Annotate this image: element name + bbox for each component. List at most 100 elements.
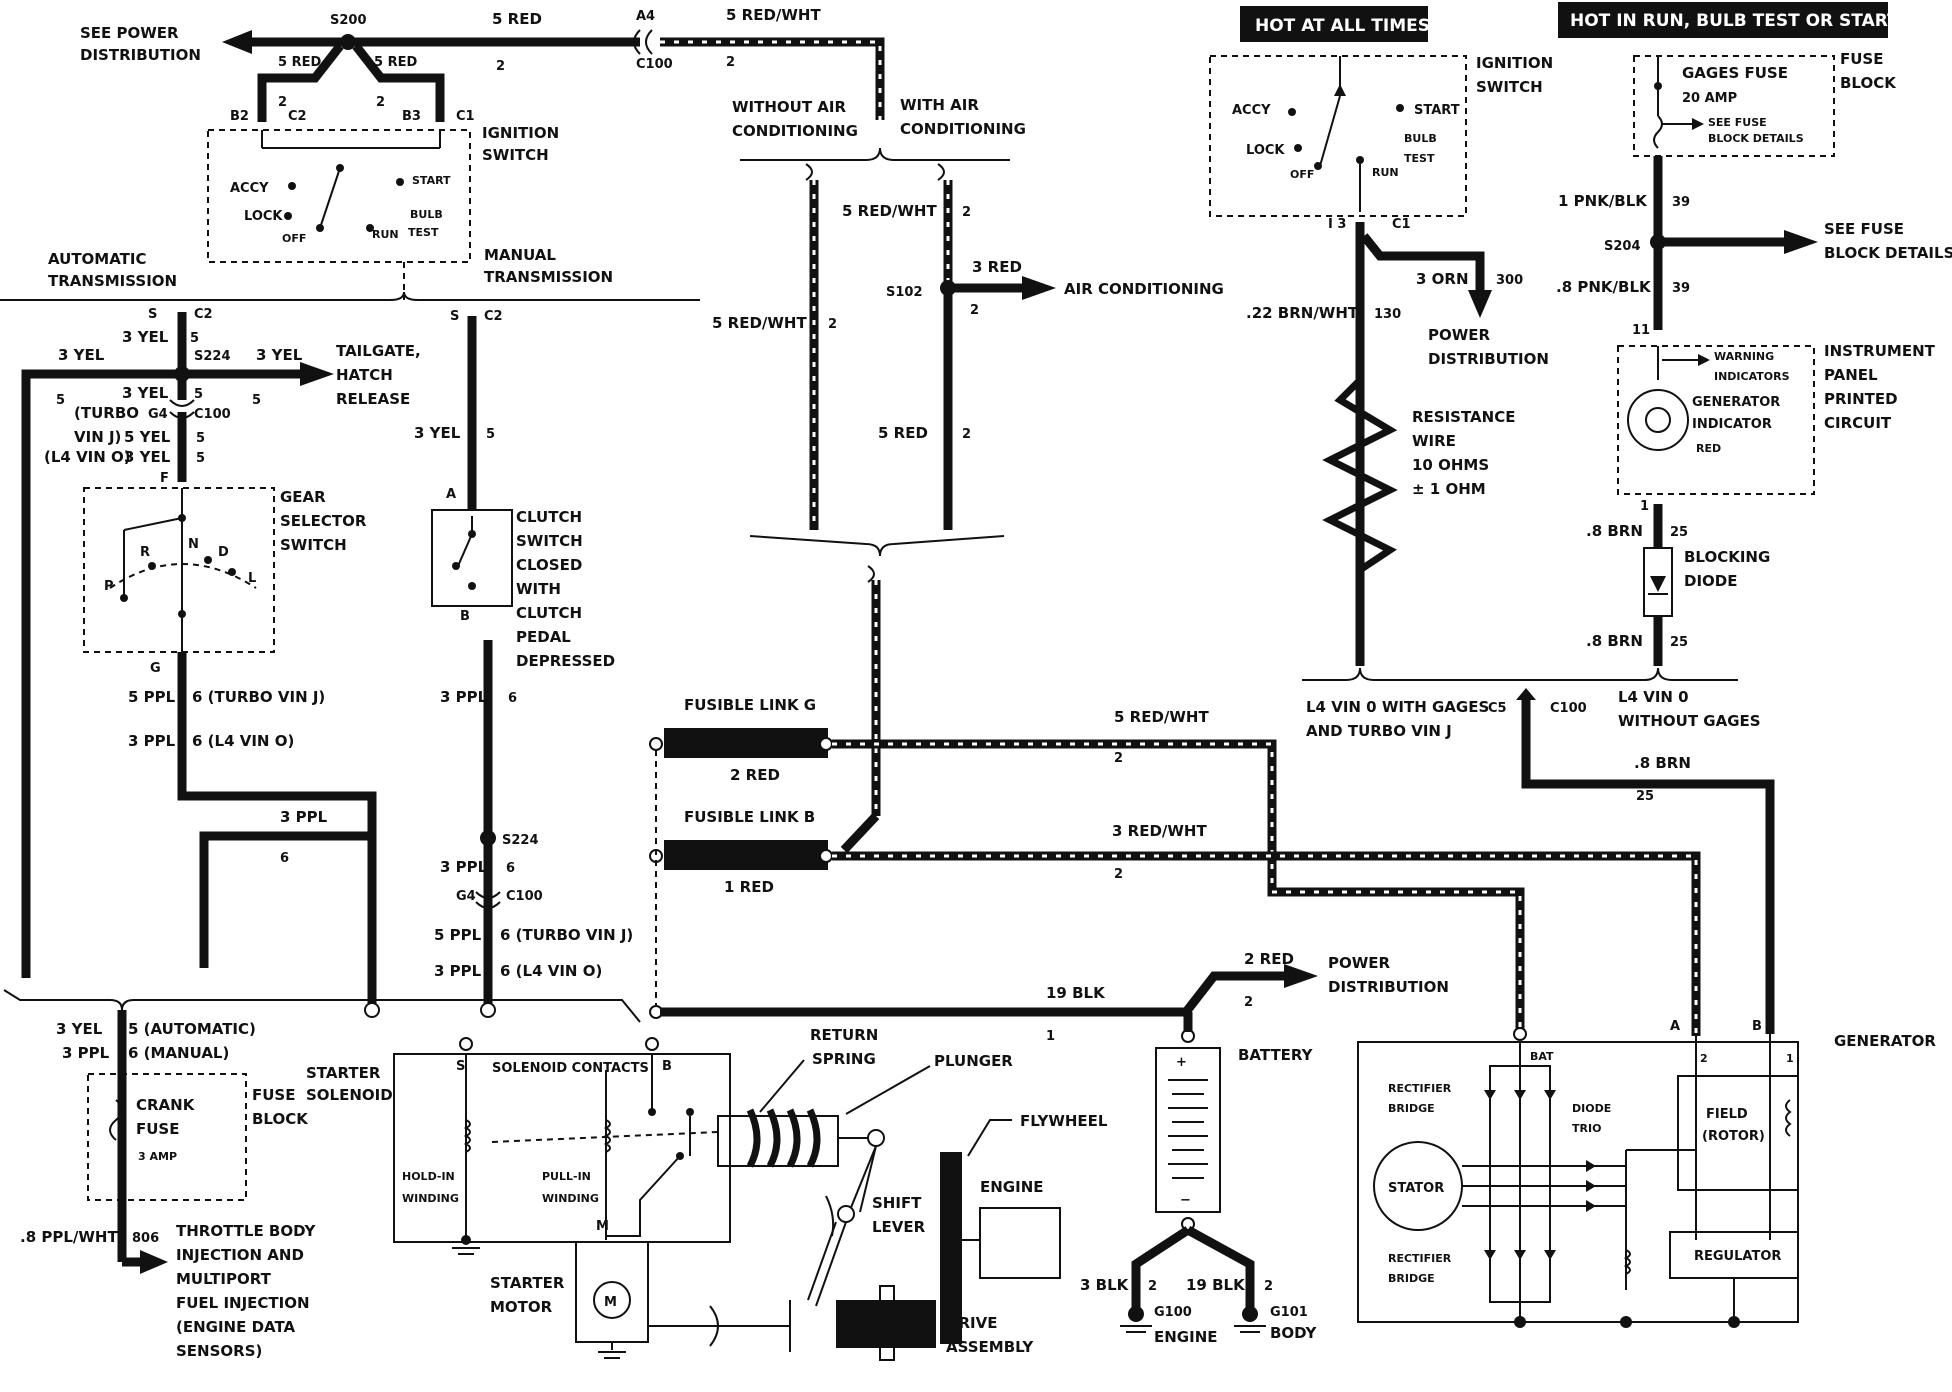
svg-text:S224: S224	[194, 349, 231, 364]
svg-text:SELECTOR: SELECTOR	[280, 512, 367, 530]
svg-text:1 RED: 1 RED	[724, 878, 774, 896]
svg-text:SEE FUSE: SEE FUSE	[1708, 116, 1767, 129]
svg-text:3 YEL: 3 YEL	[122, 328, 169, 346]
svg-text:C100: C100	[194, 407, 231, 422]
svg-text:MANUAL: MANUAL	[484, 246, 556, 264]
svg-text:START: START	[1414, 103, 1460, 118]
svg-text:2: 2	[278, 95, 287, 110]
svg-text:2: 2	[970, 303, 979, 318]
gages-fuse-circuit: GAGES FUSE 20 AMP SEE FUSE BLOCK DETAILS…	[1556, 50, 1952, 666]
svg-text:C5: C5	[1488, 701, 1507, 716]
svg-text:WINDING: WINDING	[542, 1192, 599, 1205]
svg-text:RETURN: RETURN	[810, 1026, 878, 1044]
svg-text:P: P	[104, 579, 114, 594]
svg-text:2: 2	[1114, 751, 1123, 766]
ac-split: WITHOUT AIR CONDITIONING WITH AIR CONDIT…	[712, 96, 1224, 854]
svg-text:± 1 OHM: ± 1 OHM	[1412, 480, 1486, 498]
svg-text:C2: C2	[194, 307, 213, 322]
transmission-split: AUTOMATIC TRANSMISSION MANUAL TRANSMISSI…	[0, 246, 700, 301]
svg-text:WITH: WITH	[516, 580, 561, 598]
svg-text:FUSIBLE LINK B: FUSIBLE LINK B	[684, 808, 815, 826]
svg-text:RESISTANCE: RESISTANCE	[1412, 408, 1515, 426]
svg-text:AND TURBO VIN J: AND TURBO VIN J	[1306, 722, 1452, 740]
svg-text:SOLENOID: SOLENOID	[306, 1086, 393, 1104]
svg-text:G4: G4	[148, 407, 168, 422]
svg-text:.22 BRN/WHT: .22 BRN/WHT	[1246, 304, 1359, 322]
svg-text:(TURBO: (TURBO	[74, 404, 139, 422]
svg-text:ENGINE: ENGINE	[1154, 1328, 1218, 1346]
svg-text:SWITCH: SWITCH	[516, 532, 583, 550]
svg-text:L: L	[248, 571, 256, 586]
svg-text:ENGINE: ENGINE	[980, 1178, 1044, 1196]
svg-text:BATTERY: BATTERY	[1238, 1046, 1314, 1064]
svg-text:DIODE: DIODE	[1572, 1102, 1611, 1115]
svg-text:INJECTION AND: INJECTION AND	[176, 1246, 304, 1264]
svg-text:STARTER: STARTER	[490, 1274, 565, 1292]
svg-text:RECTIFIER: RECTIFIER	[1388, 1082, 1452, 1095]
svg-text:TAILGATE,: TAILGATE,	[336, 342, 421, 360]
svg-text:POWER: POWER	[1328, 954, 1391, 972]
svg-text:1: 1	[1640, 499, 1649, 514]
svg-text:M: M	[596, 1219, 609, 1234]
svg-text:PEDAL: PEDAL	[516, 628, 571, 646]
svg-text:3 YEL: 3 YEL	[256, 346, 303, 364]
svg-text:1 PNK/BLK: 1 PNK/BLK	[1558, 192, 1648, 210]
svg-text:2: 2	[496, 59, 505, 74]
svg-text:LEVER: LEVER	[872, 1218, 926, 1236]
svg-text:ACCY: ACCY	[230, 181, 269, 196]
svg-text:5: 5	[252, 393, 261, 408]
svg-text:TEST: TEST	[408, 226, 439, 239]
left-ignition-switch: ACCY LOCK OFF RUN START BULB TEST IGNITI…	[207, 124, 559, 300]
svg-text:(L4 VIN O): (L4 VIN O)	[44, 448, 131, 466]
svg-text:DRIVE: DRIVE	[946, 1314, 997, 1332]
svg-text:IGNITION: IGNITION	[1476, 54, 1553, 72]
svg-text:STARTER: STARTER	[306, 1064, 381, 1082]
svg-text:.8 PNK/BLK: .8 PNK/BLK	[1556, 278, 1652, 296]
svg-text:N: N	[188, 537, 199, 552]
connector-c100-bus: L4 VIN 0 WITH GAGES AND TURBO VIN J C5 C…	[1302, 667, 1775, 1034]
svg-text:6 (MANUAL): 6 (MANUAL)	[128, 1044, 229, 1062]
svg-text:HOT IN RUN, BULB TEST OR STAR: HOT IN RUN, BULB TEST OR START	[1570, 11, 1899, 31]
svg-text:FLYWHEEL: FLYWHEEL	[1020, 1112, 1108, 1130]
svg-text:(ROTOR): (ROTOR)	[1702, 1129, 1765, 1144]
svg-text:3 YEL: 3 YEL	[414, 424, 461, 442]
svg-text:I 3: I 3	[1328, 217, 1346, 232]
svg-text:.8 BRN: .8 BRN	[1586, 632, 1643, 650]
svg-text:WITHOUT GAGES: WITHOUT GAGES	[1618, 712, 1761, 730]
svg-text:2: 2	[828, 317, 837, 332]
svg-text:5: 5	[194, 387, 203, 402]
svg-text:AUTOMATIC: AUTOMATIC	[48, 250, 147, 268]
svg-text:.8 BRN: .8 BRN	[1634, 754, 1691, 772]
svg-text:S224: S224	[502, 833, 539, 848]
svg-text:SWITCH: SWITCH	[482, 146, 549, 164]
svg-text:ASSEMBLY: ASSEMBLY	[946, 1338, 1034, 1356]
svg-text:19 BLK: 19 BLK	[1186, 1276, 1246, 1294]
svg-text:130: 130	[1374, 307, 1401, 322]
svg-text:FUEL INJECTION: FUEL INJECTION	[176, 1294, 310, 1312]
svg-text:3 RED: 3 RED	[972, 258, 1022, 276]
svg-text:TEST: TEST	[1404, 152, 1435, 165]
svg-text:3 PPL: 3 PPL	[280, 808, 328, 826]
svg-text:+: +	[1176, 1055, 1187, 1070]
generator-assembly: GENERATOR A B BAT 2 1 RECTIFIER BRIDGE D…	[1357, 1019, 1936, 1328]
svg-text:CIRCUIT: CIRCUIT	[1824, 414, 1892, 432]
svg-text:FUSE: FUSE	[136, 1120, 179, 1138]
svg-text:2: 2	[962, 205, 971, 220]
svg-text:5 (AUTOMATIC): 5 (AUTOMATIC)	[128, 1020, 256, 1038]
svg-text:SWITCH: SWITCH	[1476, 78, 1543, 96]
svg-text:BLOCK: BLOCK	[1840, 74, 1897, 92]
manual-wire-segment	[199, 831, 372, 968]
svg-text:25: 25	[1670, 525, 1688, 540]
svg-text:CLUTCH: CLUTCH	[516, 508, 582, 526]
svg-text:2: 2	[1148, 1279, 1157, 1294]
svg-text:B2: B2	[230, 109, 249, 124]
svg-text:.8 PPL/WHT: .8 PPL/WHT	[20, 1228, 118, 1246]
svg-text:S: S	[148, 307, 157, 322]
svg-text:S: S	[450, 309, 459, 324]
svg-text:5 PPL: 5 PPL	[434, 926, 482, 944]
svg-text:HATCH: HATCH	[336, 366, 393, 384]
svg-text:5 PPL: 5 PPL	[128, 688, 176, 706]
svg-text:START: START	[412, 174, 451, 187]
svg-text:S102: S102	[886, 285, 923, 300]
svg-text:BULB: BULB	[1404, 132, 1437, 145]
